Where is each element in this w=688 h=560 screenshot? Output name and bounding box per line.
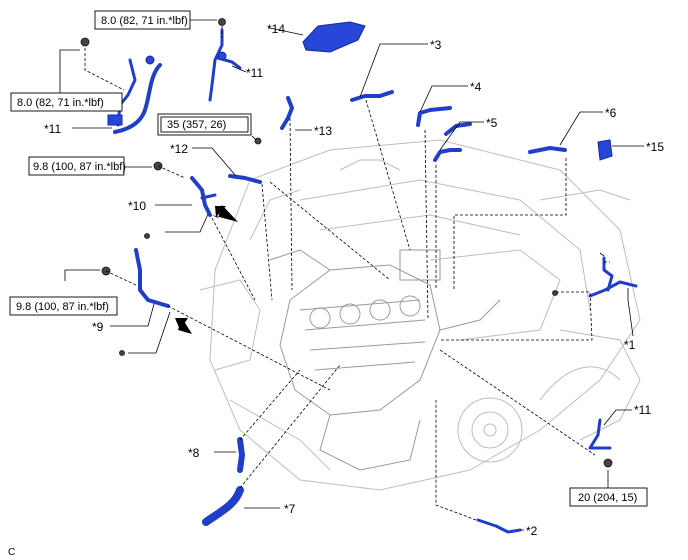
torque-spec-label: 20 (204, 15)	[578, 492, 637, 504]
torque-spec-box: 35 (357, 26)	[157, 113, 252, 136]
bolt-hardware	[80, 18, 613, 468]
part-11-harness-upper-left	[107, 55, 162, 134]
torque-spec-box: 9.8 (100, 87 in.*lbf)	[28, 156, 126, 176]
part-13-fitting	[280, 96, 294, 130]
torque-spec-box: 20 (204, 15)	[569, 487, 648, 507]
direction-arrow	[175, 318, 192, 334]
part-7-hose	[202, 486, 244, 526]
torque-spec-label: 8.0 (82, 71 in.*lbf)	[101, 15, 188, 27]
part-2-pipe	[476, 518, 522, 534]
callout-8: *8	[188, 446, 200, 460]
callout-6: *6	[605, 106, 617, 120]
torque-spec-label: 9.8 (100, 87 in.*lbf)	[33, 161, 126, 173]
part-5-hose	[433, 122, 472, 162]
torque-spec-box: 9.8 (100, 87 in.*lbf)	[9, 296, 118, 316]
torque-spec-label: 9.8 (100, 87 in.*lbf)	[16, 301, 109, 313]
callout-5: *5	[486, 116, 498, 130]
callout-11-top: *11	[246, 66, 263, 80]
callout-12: *12	[170, 142, 188, 156]
torque-spec-box: 8.0 (82, 71 in.*lbf)	[10, 92, 123, 112]
callout-2: *2	[526, 524, 538, 538]
torque-spec-label: 8.0 (82, 71 in.*lbf)	[17, 97, 104, 109]
callout-7: *7	[284, 502, 296, 516]
callout-15: *15	[646, 140, 664, 154]
callout-10: *10	[128, 199, 146, 213]
callout-9: *9	[92, 320, 104, 334]
part-12-hose	[228, 174, 262, 184]
callout-14: *14	[267, 22, 285, 36]
leader-lines	[59, 19, 644, 531]
callout-labels: *14 *11 *11 *3 *4 *5 *6 *15 *13 *12 *10 …	[8, 22, 664, 558]
torque-spec-label: 35 (357, 26)	[167, 119, 226, 131]
part-3-hose	[350, 90, 394, 102]
reference-dash-lines	[84, 26, 610, 521]
part-10-clamp-hose	[190, 176, 217, 217]
callout-3: *3	[430, 38, 442, 52]
part-9-hose	[134, 248, 170, 308]
part-11-harness-lower-right	[588, 418, 612, 450]
torque-spec-box: 8.0 (82, 71 in.*lbf)	[94, 10, 191, 30]
part-15-bracket	[597, 139, 613, 161]
part-14-cover	[302, 21, 366, 53]
part-1-harness-right	[588, 256, 638, 298]
callout-13: *13	[314, 124, 332, 138]
direction-arrow	[212, 205, 238, 222]
engine-block-core	[269, 249, 501, 471]
callout-11-left: *11	[44, 122, 61, 136]
callout-11-right: *11	[634, 403, 651, 417]
engine-assembly-illustration	[199, 139, 641, 491]
part-6-hose	[528, 146, 567, 154]
part-8-hose	[237, 437, 245, 473]
figure-code: C	[8, 547, 15, 558]
part-11-harness-top	[208, 28, 242, 102]
callout-1: *1	[624, 338, 636, 352]
callout-4: *4	[470, 80, 482, 94]
part-4-hose	[416, 106, 452, 127]
